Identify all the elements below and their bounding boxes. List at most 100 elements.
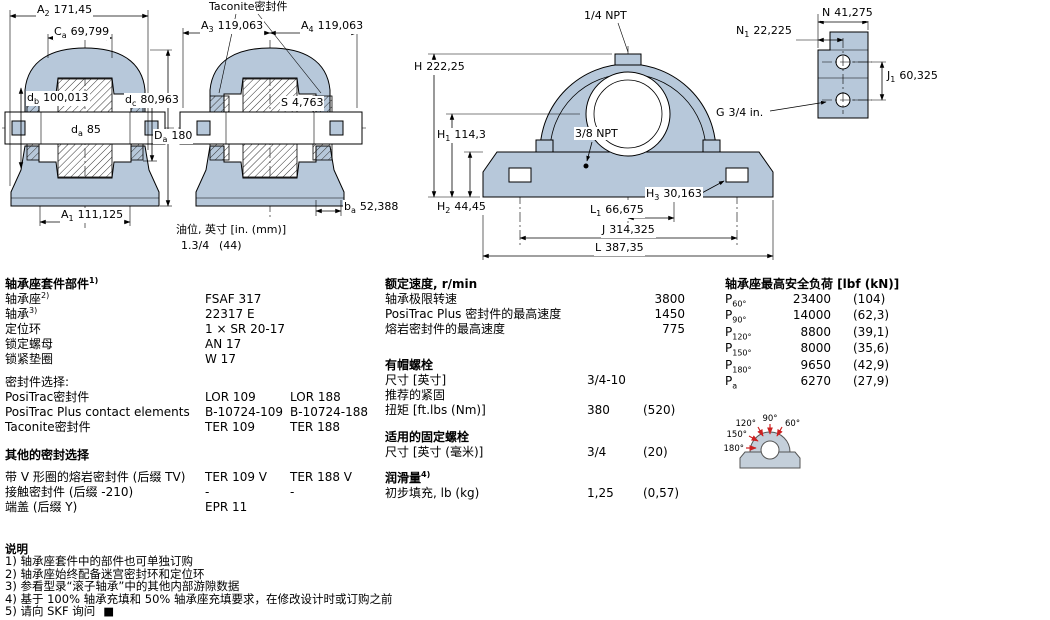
bolt-slot <box>725 167 749 183</box>
bolt-slot <box>508 167 532 183</box>
part-value: 22317 E <box>205 307 255 321</box>
load-row: P150°8000(35,6) <box>725 341 890 358</box>
cap-bolt-torque-row: 扭矩 [ft.lbs (Nm)]380(520) <box>385 403 676 417</box>
bearing-lower <box>57 143 113 178</box>
footnotes: 说明 1) 轴承座套件中的部件也可单独订购 2) 轴承座始终配备迷宫密封环和定位… <box>5 542 393 619</box>
load-row: P120°8800(39,1) <box>725 324 890 342</box>
npt-side-label: 3/8 NPT <box>574 127 619 140</box>
npt-top-label: 1/4 NPT <box>583 9 628 22</box>
part-value: FSAF 317 <box>205 292 262 306</box>
footnote-5: 5) 请向 SKF 询问■ <box>5 604 115 619</box>
grease-row: 初步填充, lb (kg)1,25(0,57) <box>385 486 680 500</box>
taconite-title: Taconite密封件 <box>208 0 289 13</box>
fix-bolt-size-row: 尺寸 [英寸 (毫米)]3/4(20) <box>385 445 668 459</box>
part-label: 锁定螺母 <box>5 337 54 351</box>
fix-bolts-header: 适用的固定螺栓 <box>385 430 470 444</box>
base <box>482 151 774 198</box>
npt-boss <box>614 53 642 66</box>
angle-label-150: 150° <box>727 430 747 440</box>
part-value: W 17 <box>205 352 236 366</box>
oil-level-value-mm: (44) <box>218 239 243 252</box>
end-marker: ■ <box>103 604 115 619</box>
notes-header: 说明 <box>5 542 28 556</box>
grease-fitting <box>583 163 589 169</box>
mini-bore <box>760 440 780 460</box>
angle-label-120: 120° <box>736 419 756 429</box>
grease-header: 润滑量4) <box>385 470 431 486</box>
footnote-2: 2) 轴承座始终配备迷宫密封环和定位环 <box>5 566 205 581</box>
footnote-4: 4) 基于 100% 轴承充填和 50% 轴承座充填要求，在修改设计时或订购之前 <box>5 591 393 606</box>
loads-table: 轴承座最高安全负荷 [lbf (kN)] P60°23400(104) P90°… <box>725 277 955 390</box>
other-seals-header: 其他的密封选择 <box>5 448 90 462</box>
cap-bolt-size-row: 尺寸 [英寸]3/4-10 <box>385 373 626 387</box>
loads-header: 轴承座最高安全负荷 [lbf (kN)] <box>725 277 900 291</box>
part-label: 定位环 <box>5 322 42 336</box>
drawing-side-elevation <box>428 22 774 260</box>
parts-header: 轴承座套件部件1) <box>5 276 99 292</box>
drawing-front-section <box>2 10 174 228</box>
angle-label-180: 180° <box>724 444 744 454</box>
oil-level-label: 油位, 英寸 [in. (mm)] <box>175 223 288 236</box>
part-label: 轴承座2) <box>5 291 50 307</box>
part-label: 轴承3) <box>5 306 38 322</box>
other-seal-row: 接触密封件 (后缀 -210)-- <box>5 485 295 499</box>
cap-bolt-rec-row: 推荐的紧固 <box>385 388 446 402</box>
cap-bolts-header: 有帽螺栓 <box>385 358 434 372</box>
part-value: AN 17 <box>205 337 242 351</box>
part-row: 锁紧垫圈 W 17 <box>5 352 383 367</box>
load-row: P60°23400(104) <box>725 292 886 309</box>
drawing-end-cap <box>769 14 886 119</box>
parts-table: 轴承座套件部件1) 轴承座2) FSAF 317 轴承3) 22317 E 定位环 1… <box>5 277 383 515</box>
angle-label-90: 90° <box>762 414 777 424</box>
part-label: 锁紧垫圈 <box>5 352 54 366</box>
load-row: P180°9650(42,9) <box>725 357 890 374</box>
drawing-taconite-section <box>178 13 366 218</box>
angle-label-60: 60° <box>785 419 800 429</box>
other-seal-row: 端盖 (后缀 Y)EPR 11 <box>5 500 248 514</box>
part-row: 定位环 1 × SR 20-17 <box>5 322 383 337</box>
load-row: P90°14000(62,3) <box>725 308 890 325</box>
part-value: 1 × SR 20-17 <box>205 322 285 336</box>
speeds-header: 额定速度, r/min <box>385 277 478 291</box>
part-row: 锁定螺母 AN 17 <box>5 337 383 352</box>
oil-level-value-in: 1.3/4 <box>180 239 211 252</box>
footnote-1: 1) 轴承座套件中的部件也可单独订购 <box>5 554 193 569</box>
mini-housing-base <box>739 451 801 469</box>
technical-drawings <box>2 10 886 260</box>
seal-choice-header: 密封件选择: <box>5 375 70 389</box>
housing-cap <box>24 47 146 113</box>
taconite-seal <box>209 95 230 113</box>
bore <box>585 71 671 157</box>
part-row: 轴承3) 22317 E <box>5 307 383 322</box>
